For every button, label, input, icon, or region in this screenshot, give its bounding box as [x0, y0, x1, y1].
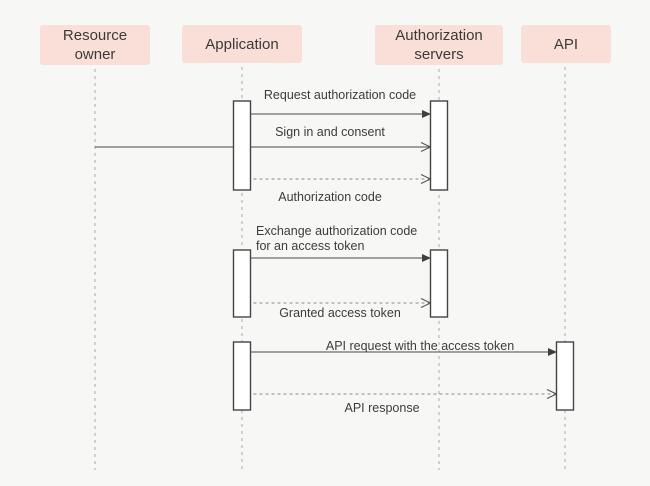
- actor-box-resource-owner[interactable]: Resource owner: [40, 25, 150, 65]
- message-label-exchange-authorization-code: Exchange authorization code for an acces…: [256, 224, 418, 253]
- activation-bar-application-activation-2: [232, 249, 252, 318]
- message-label-authorization-code: Authorization code: [278, 190, 382, 204]
- activation-bars-group: [232, 100, 575, 411]
- activation-bar-auth-activation-1: [429, 100, 449, 191]
- message-label-request-authorization-code: Request authorization code: [263, 88, 417, 102]
- message-label-sign-in-and-consent: Sign in and consent: [275, 125, 385, 139]
- actor-label-authorization-servers: Authorization servers: [395, 27, 483, 63]
- message-label-api-response: API response: [344, 401, 420, 415]
- messages-group: [95, 110, 557, 394]
- activation-bar-application-activation-3: [232, 341, 252, 411]
- activation-bar-api-activation-1: [555, 341, 575, 411]
- actor-box-application[interactable]: Application: [182, 25, 302, 63]
- message-label-api-request-with-access-token: API request with the access token: [325, 339, 515, 353]
- activation-bar-auth-activation-2: [429, 249, 449, 318]
- message-label-granted-access-token: Granted access token: [279, 306, 401, 320]
- activation-bar-application-activation-1: [232, 100, 252, 191]
- actor-label-application: Application: [205, 35, 279, 53]
- actor-box-api[interactable]: API: [521, 25, 611, 63]
- actor-label-api: API: [553, 35, 579, 53]
- actor-label-resource-owner: Resource owner: [62, 27, 128, 63]
- actor-box-authorization-servers[interactable]: Authorization servers: [375, 25, 503, 65]
